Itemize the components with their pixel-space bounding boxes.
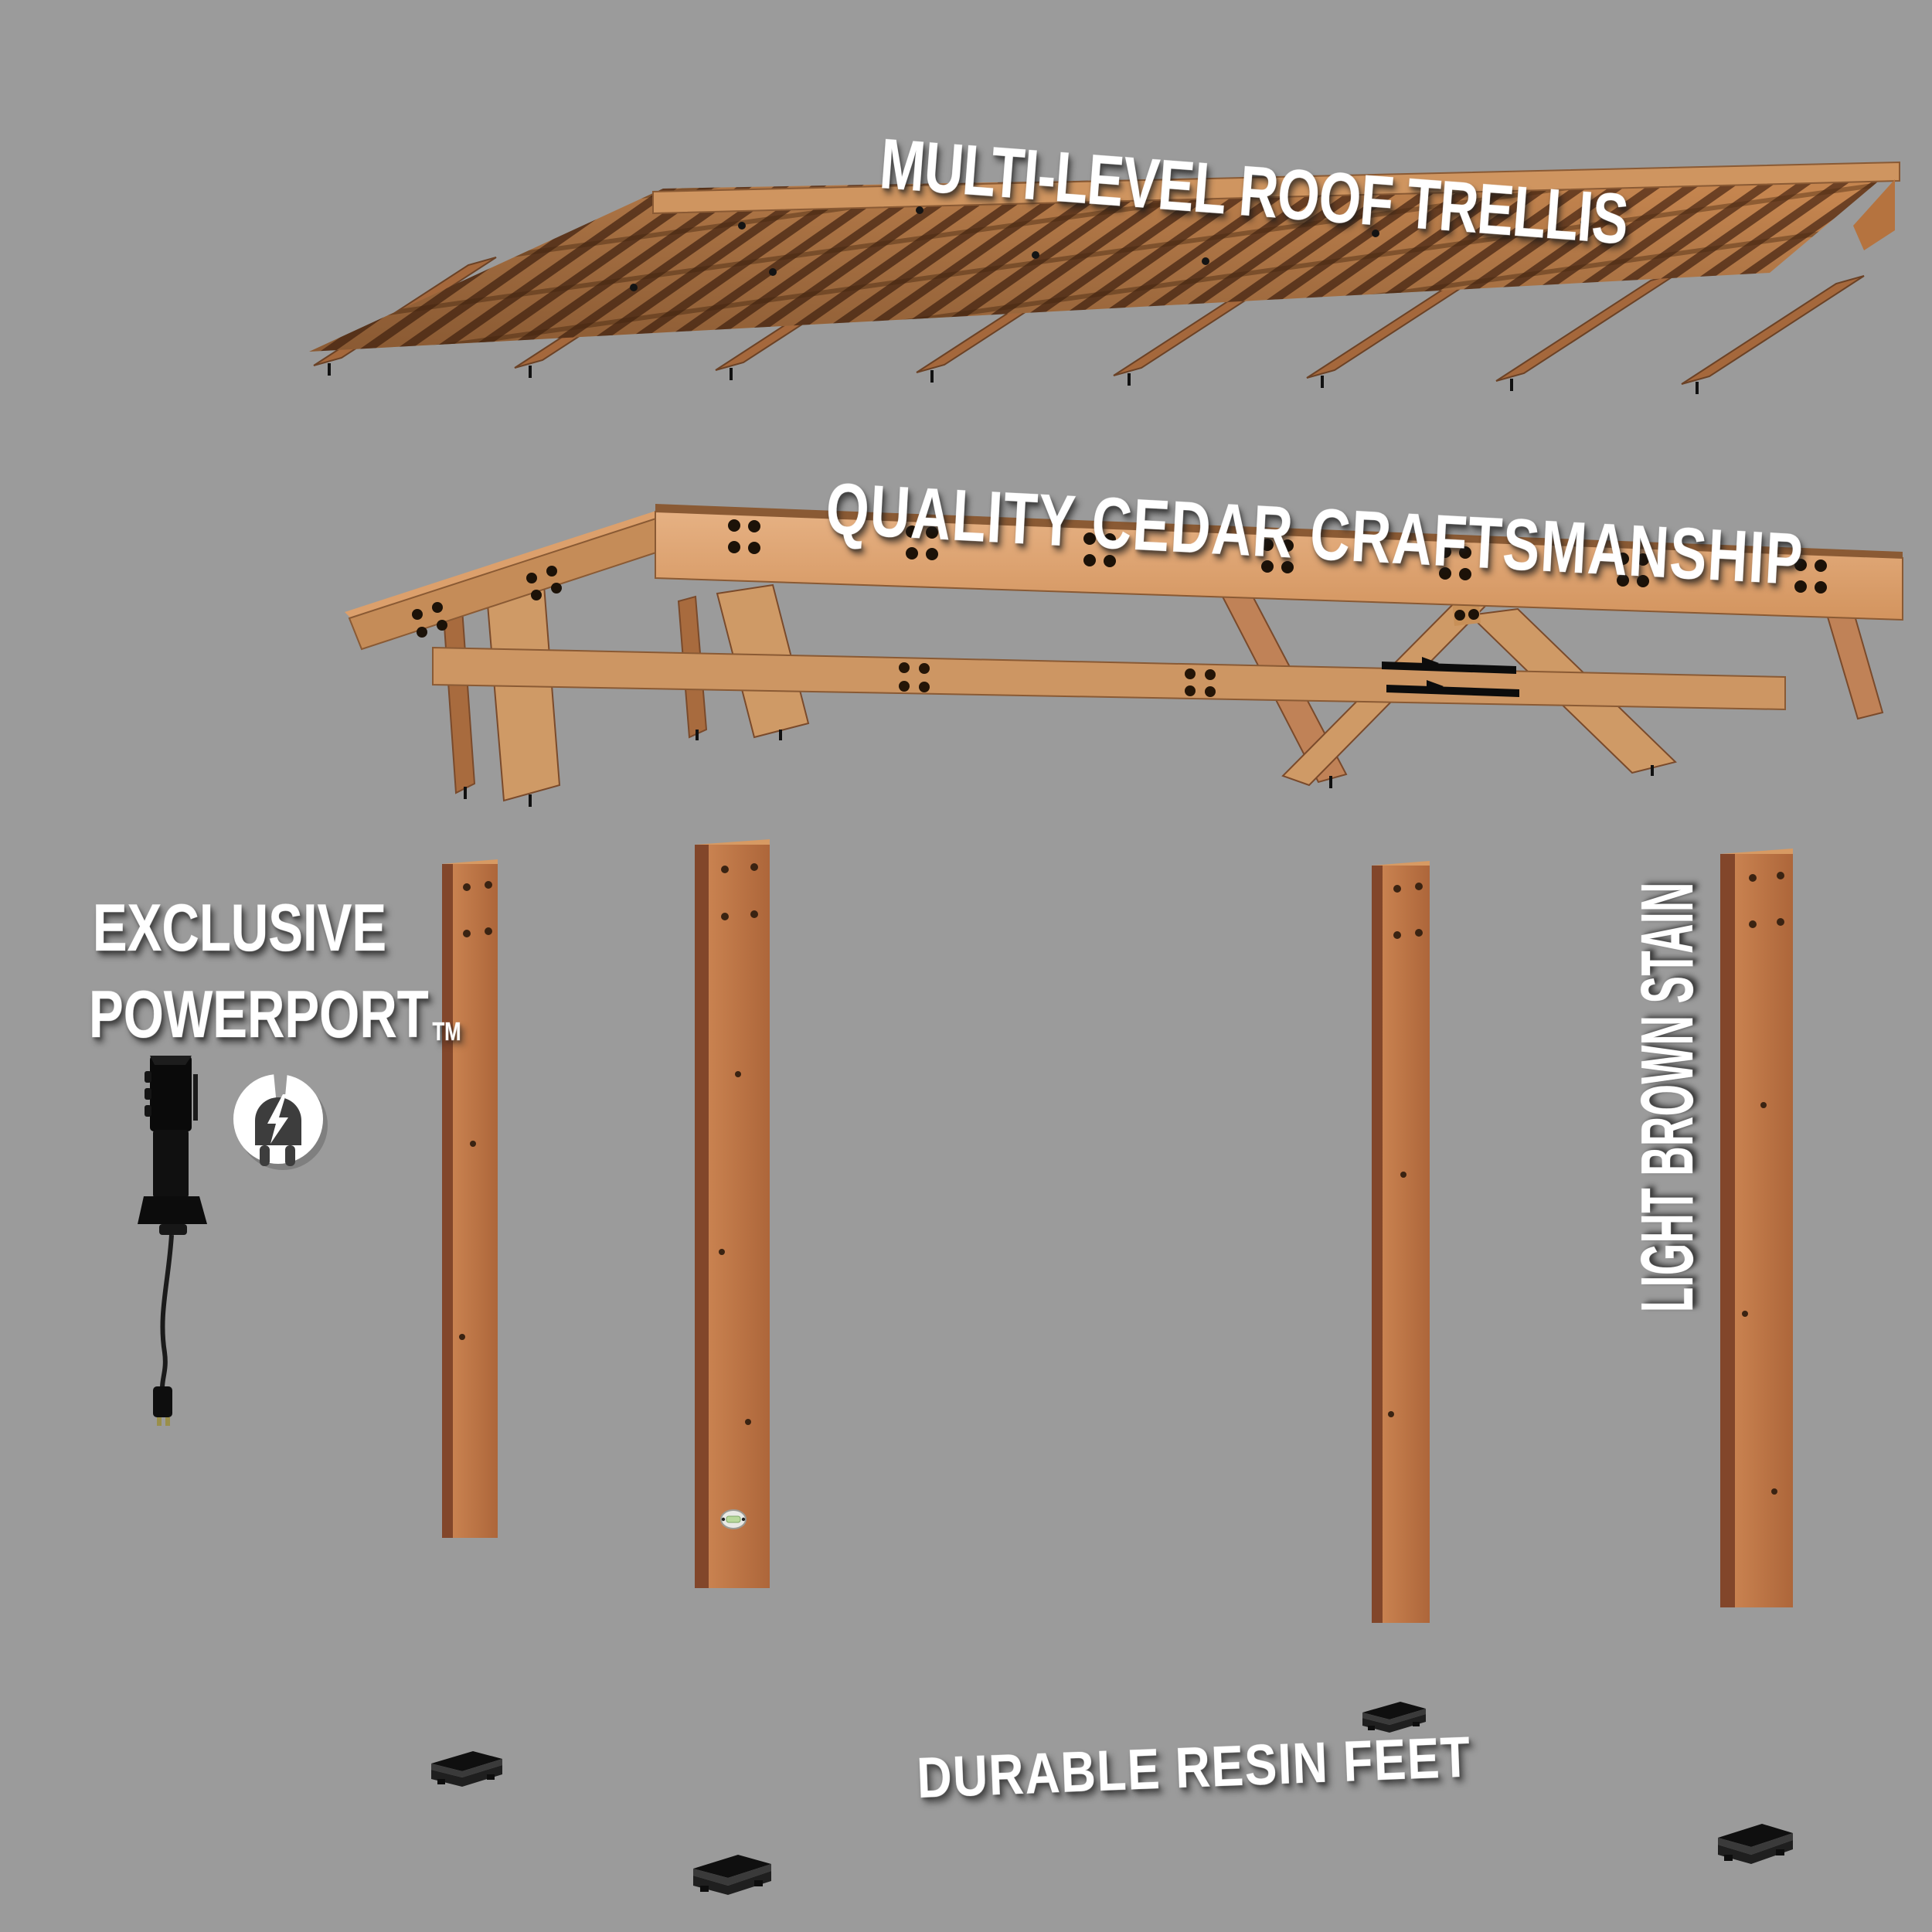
side-beam-bolts (412, 566, 562, 638)
beam-splice-hardware (1382, 657, 1519, 697)
label-powerport-line1: EXCLUSIVE (92, 891, 387, 966)
lightning-bolt (267, 1094, 288, 1144)
power-plug-icon (233, 1071, 328, 1170)
post-back-right (1372, 861, 1430, 1623)
trellis-right-end (1853, 179, 1895, 250)
cedar-beam-frame (345, 504, 1903, 807)
trademark-symbol: TM (432, 1016, 461, 1046)
powerport-device (138, 1056, 207, 1426)
bubble-level-badge (720, 1509, 747, 1529)
brace-tip-bolts (464, 730, 1654, 807)
resin-foot (1362, 1702, 1426, 1733)
front-beam-bolt-clusters (728, 519, 1827, 594)
back-beam-bolts (899, 662, 1216, 697)
resin-foot (1718, 1824, 1793, 1864)
resin-feet (431, 1702, 1793, 1895)
trellis-top-board (652, 161, 1900, 215)
roof-trellis (309, 161, 1900, 394)
cedar-posts (442, 839, 1793, 1623)
powerport-plug (153, 1386, 172, 1426)
post-back-left (442, 859, 498, 1538)
resin-foot (431, 1751, 502, 1787)
post-front-left (695, 839, 770, 1588)
powerport-cord (160, 1234, 174, 1389)
resin-foot (693, 1855, 771, 1895)
left-side-beam-top (345, 510, 666, 620)
label-light-brown-stain: LIGHT BROWN STAIN (1626, 882, 1709, 1313)
post-front-right (1720, 849, 1793, 1607)
trellis-bolts (630, 206, 1588, 291)
front-beam (655, 510, 1903, 621)
back-beam (432, 646, 1786, 711)
rafter-tip-bolts (328, 363, 1699, 394)
